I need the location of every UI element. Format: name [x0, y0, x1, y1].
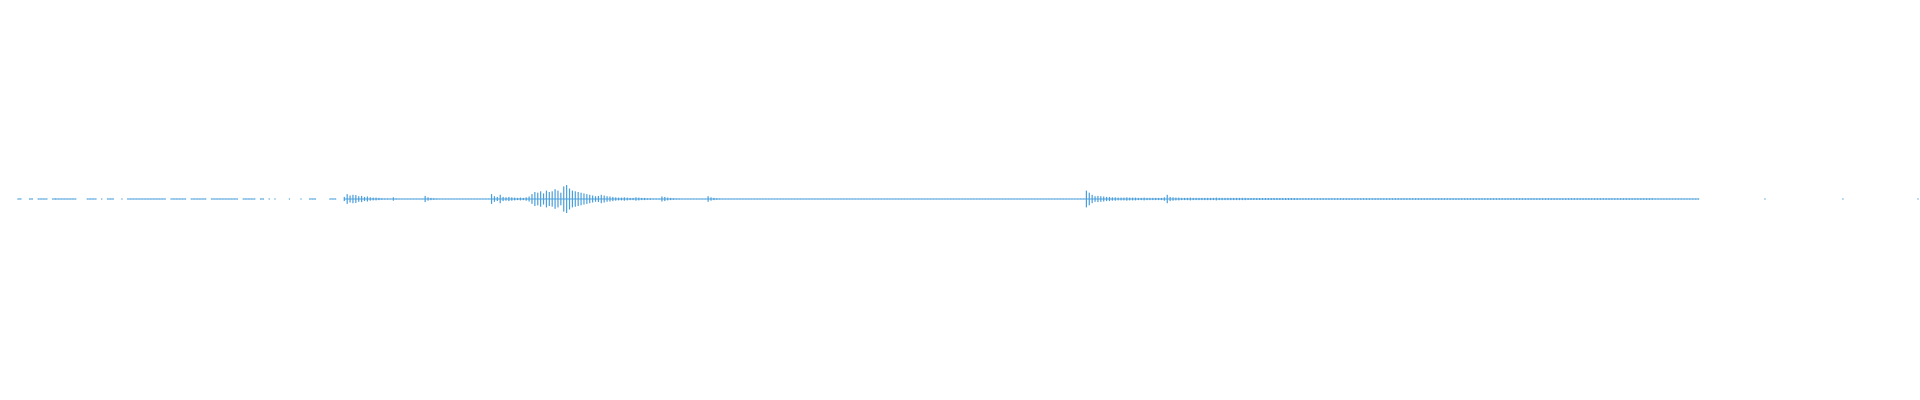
waveform-svg: [17, 185, 1919, 213]
